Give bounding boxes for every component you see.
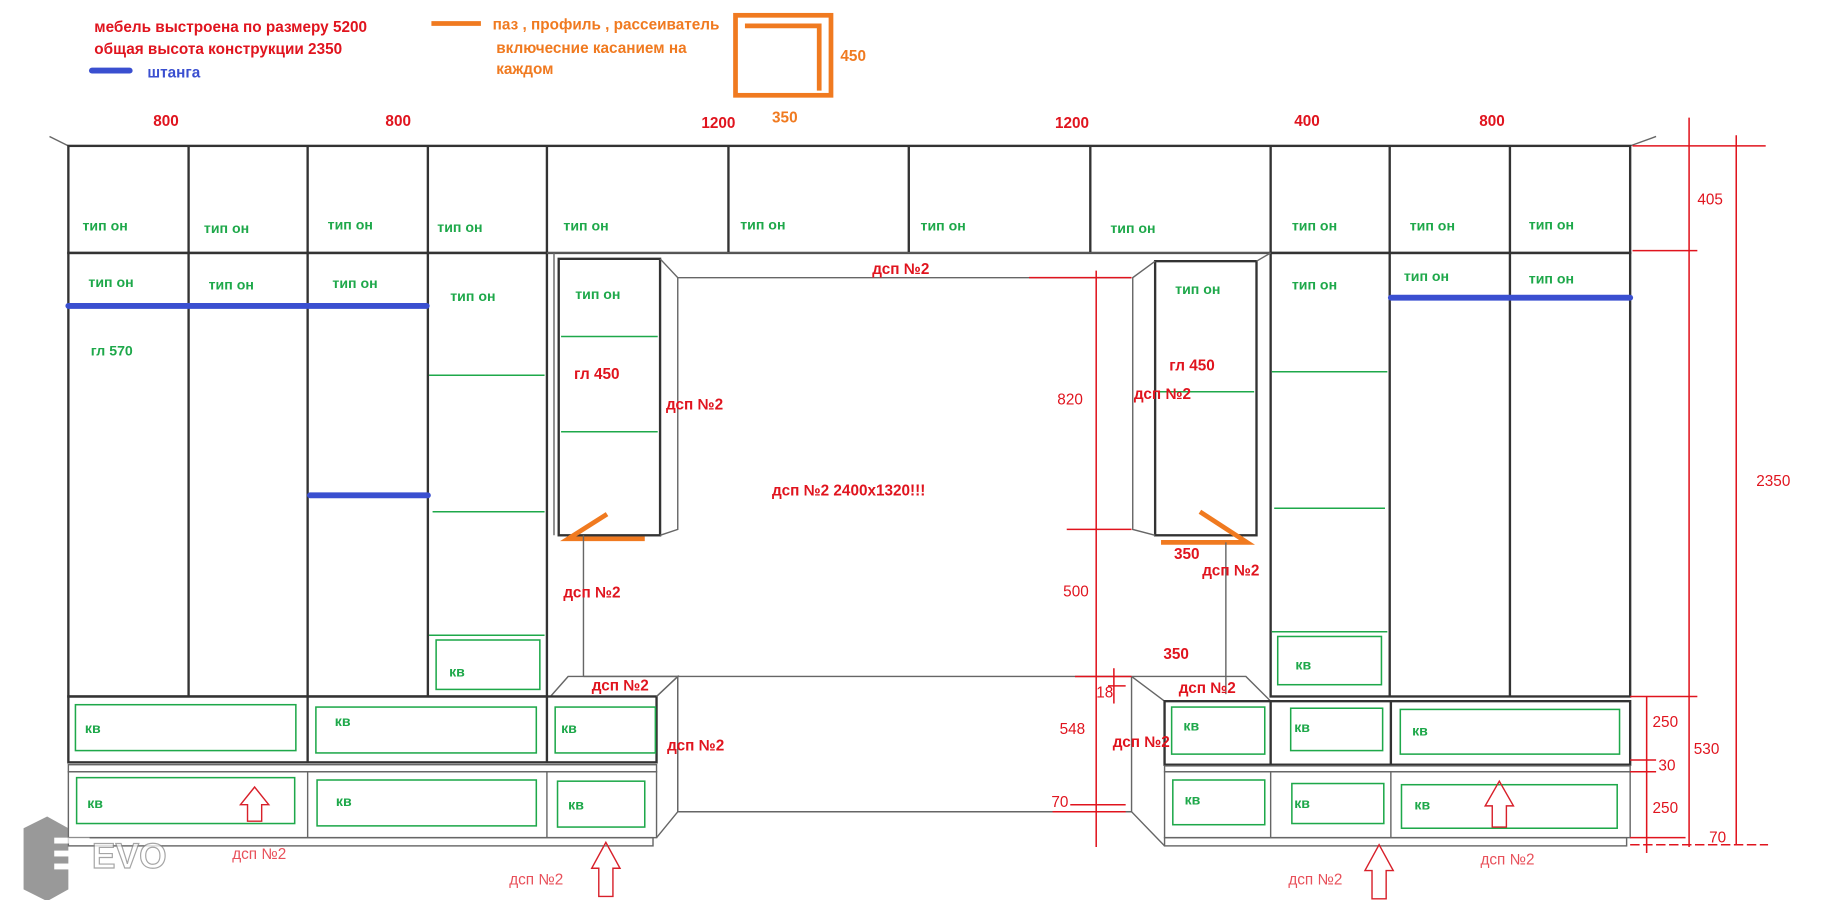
drawer-label: кв bbox=[335, 713, 351, 729]
tip-on-label: тип он bbox=[921, 218, 966, 234]
arrow-up-icon bbox=[1483, 779, 1515, 828]
legend-profile-2: включесние касанием на bbox=[496, 40, 687, 57]
drawer-label: кв bbox=[561, 720, 577, 736]
tip-on-label: тип он bbox=[88, 274, 133, 290]
dsp-label: дсп №2 bbox=[666, 396, 723, 413]
dim-drawers-total: 530 bbox=[1694, 741, 1720, 758]
dim-top-height: 405 bbox=[1697, 192, 1723, 209]
width-3: 1200 bbox=[701, 115, 735, 132]
tip-on-label: тип он bbox=[1292, 276, 1337, 292]
dimension-lines bbox=[1029, 117, 1769, 853]
dsp-panel-label: дсп №2 2400x1320!!! bbox=[772, 482, 925, 499]
depth-label: гл 450 bbox=[574, 366, 620, 383]
depth-label: гл 450 bbox=[1169, 358, 1215, 375]
dsp-label: дсп №2 bbox=[509, 872, 563, 889]
dsp-label: дсп №2 bbox=[1480, 852, 1534, 869]
drawer-label: кв bbox=[87, 795, 103, 811]
tip-on-label: тип он bbox=[1292, 218, 1337, 234]
dim-18: 18 bbox=[1096, 685, 1113, 702]
dsp-label: дсп №2 bbox=[563, 585, 620, 602]
dsp-label: дсп №2 bbox=[1202, 562, 1259, 579]
depth-label: гл 570 bbox=[91, 342, 133, 358]
legend-profile-3: каждом bbox=[496, 61, 553, 78]
dim-drawer-2: 250 bbox=[1653, 800, 1679, 817]
dim-70: 70 bbox=[1051, 794, 1068, 811]
drawer-label: кв bbox=[1294, 719, 1310, 735]
drawer-label: кв bbox=[1294, 795, 1310, 811]
tip-on-label: тип он bbox=[740, 216, 785, 232]
drawer-label: кв bbox=[1414, 796, 1430, 812]
drawer-label: кв bbox=[568, 796, 584, 812]
tip-on-label: тип он bbox=[437, 219, 482, 235]
dim-plinth: 70 bbox=[1709, 829, 1726, 846]
legend-rod: штанга bbox=[147, 65, 200, 82]
tip-on-label: тип он bbox=[1404, 268, 1449, 284]
tip-on-label: тип он bbox=[328, 216, 373, 232]
width-1: 800 bbox=[153, 113, 179, 130]
dim-350-lower: 350 bbox=[1163, 646, 1189, 663]
dsp-label: дсп №2 bbox=[1288, 872, 1342, 889]
tip-on-label: тип он bbox=[1110, 220, 1155, 236]
legend-profile-1: паз , профиль , рассеиватель bbox=[493, 16, 720, 33]
bottom-left-drawers bbox=[67, 674, 680, 847]
tip-on-label: тип он bbox=[1529, 216, 1574, 232]
arrow-up-icon bbox=[238, 785, 271, 822]
tip-on-label: тип он bbox=[450, 288, 495, 304]
dim-500: 500 bbox=[1063, 583, 1089, 600]
dim-548: 548 bbox=[1060, 721, 1086, 738]
tip-on-label: тип он bbox=[1175, 281, 1220, 297]
logo-text: EVO bbox=[92, 837, 167, 876]
legend-height: общая высота конструкции 2350 bbox=[94, 41, 342, 58]
drawer-label: кв bbox=[449, 663, 465, 679]
tip-on-label: тип он bbox=[83, 218, 128, 234]
dsp-label: дсп №2 bbox=[1179, 680, 1236, 697]
arrow-up-icon bbox=[1363, 843, 1395, 900]
tip-on-label: тип он bbox=[575, 286, 620, 302]
tip-on-label: тип он bbox=[204, 220, 249, 236]
profile-height: 450 bbox=[840, 48, 866, 65]
tip-on-label: тип он bbox=[209, 276, 254, 292]
tip-on-label: тип он bbox=[1529, 271, 1574, 287]
bottom-right-drawers bbox=[1130, 675, 1632, 847]
dim-gap: 30 bbox=[1658, 758, 1675, 775]
dsp-label: дсп №2 bbox=[1134, 386, 1191, 403]
arrow-up-icon bbox=[590, 840, 622, 898]
drawer-label: кв bbox=[1295, 656, 1311, 672]
profile-corner-icon bbox=[744, 23, 822, 91]
legend-size: мебель выстроена по размеру 5200 bbox=[94, 19, 367, 36]
evo-logo: EVO bbox=[23, 816, 167, 900]
drawer-label: кв bbox=[1183, 718, 1199, 734]
dim-820: 820 bbox=[1057, 392, 1083, 409]
dsp-label: дсп №2 bbox=[667, 738, 724, 755]
right-wardrobe bbox=[1269, 251, 1634, 698]
profile-width: 350 bbox=[772, 109, 798, 126]
dim-total-height: 2350 bbox=[1756, 473, 1790, 490]
dim-drawer-1: 250 bbox=[1653, 714, 1679, 731]
width-4: 1200 bbox=[1055, 115, 1089, 132]
upper-cabinets bbox=[49, 135, 1657, 255]
width-6: 800 bbox=[1479, 113, 1505, 130]
dsp-label: дсп №2 bbox=[1113, 734, 1170, 751]
tip-on-label: тип он bbox=[332, 275, 377, 291]
drawer-label: кв bbox=[1412, 722, 1428, 738]
dsp-label: дсп №2 bbox=[232, 846, 286, 863]
width-5: 400 bbox=[1294, 113, 1320, 130]
dsp-label: дсп №2 bbox=[872, 261, 929, 278]
dsp-label: дсп №2 bbox=[592, 678, 649, 695]
tip-on-label: тип он bbox=[563, 218, 608, 234]
drawer-label: кв bbox=[336, 793, 352, 809]
dim-350: 350 bbox=[1174, 546, 1200, 563]
drawer-label: кв bbox=[1185, 792, 1201, 808]
left-wardrobe bbox=[65, 251, 549, 698]
drawer-label: кв bbox=[85, 720, 101, 736]
profile-square-icon bbox=[733, 12, 834, 98]
tip-on-label: тип он bbox=[1410, 218, 1455, 234]
width-2: 800 bbox=[385, 113, 411, 130]
